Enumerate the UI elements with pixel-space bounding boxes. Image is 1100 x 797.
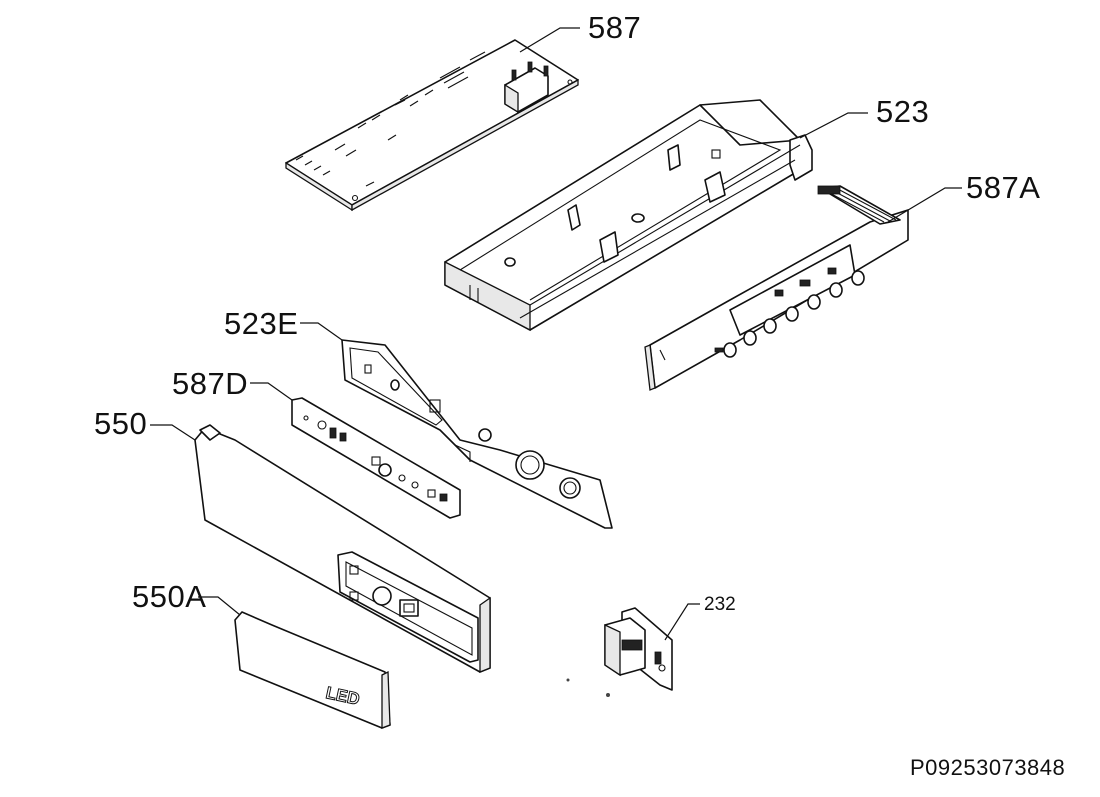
push-buttons [723,270,865,358]
part-550-front-cover [194,424,491,673]
part-550a-led-cover: LED [234,611,391,729]
callout-587a: 587A [966,170,1041,205]
callout-232: 232 [704,594,736,615]
callout-523: 523 [876,94,930,129]
part-587-cover-plate [285,39,579,212]
callout-523e: 523E [224,306,299,341]
callout-550a: 550A [132,579,207,614]
reference-code: P09253073848 [910,755,1066,780]
leader-lines [150,27,962,641]
part-523-housing [444,99,813,332]
callout-587: 587 [588,10,642,45]
callout-587d: 587D [172,366,249,401]
part-232-power-module [566,607,673,697]
part-523e-inner-frame [341,339,613,529]
callout-550: 550 [94,406,148,441]
part-587d-led-board [291,397,461,519]
part-587a-control-board [644,185,909,391]
